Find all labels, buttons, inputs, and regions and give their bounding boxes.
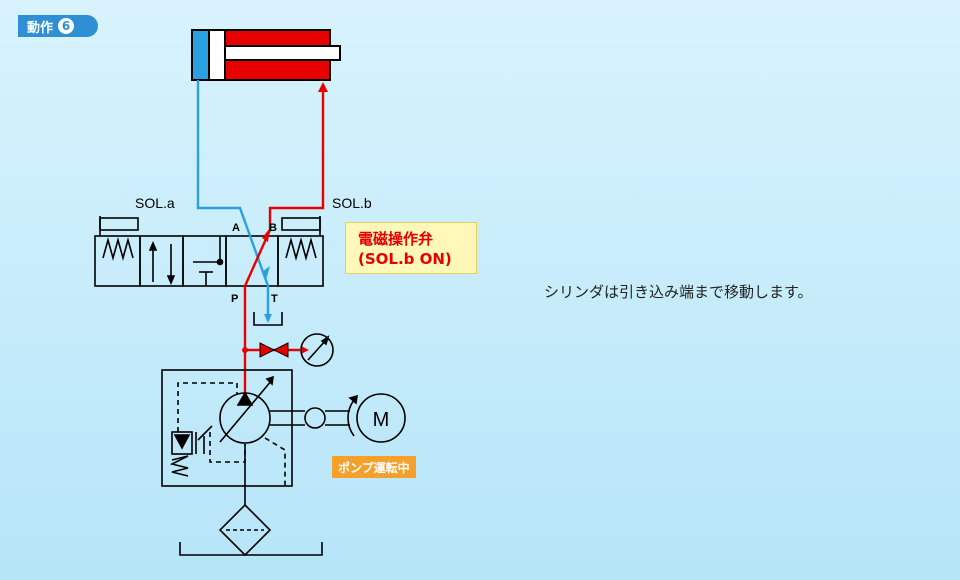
motor-label: M xyxy=(373,409,390,431)
return-line xyxy=(196,80,272,323)
valve-callout: 電磁操作弁 (SOL.b ON) xyxy=(345,222,477,274)
solenoid-a-label: SOL.a xyxy=(135,195,175,211)
step-description: シリンダは引き込み端まで移動します。 xyxy=(544,283,813,301)
step-badge: 動作 6 xyxy=(18,15,98,37)
pump-unit xyxy=(161,369,406,557)
port-a-label: A xyxy=(232,222,240,234)
port-p-label: P xyxy=(231,293,239,305)
step-number: 6 xyxy=(58,18,75,34)
port-t-label: T xyxy=(271,293,278,305)
pump-status-badge: ポンプ運転中 xyxy=(332,456,416,478)
junction-dot xyxy=(242,347,248,353)
step-badge-label: 動作 xyxy=(27,20,54,36)
callout-state: (SOL.b ON) xyxy=(358,250,452,268)
hydraulic-cylinder xyxy=(191,29,341,81)
pressure-line xyxy=(243,82,328,395)
port-b-label: B xyxy=(269,222,277,234)
solenoid-valve xyxy=(94,216,324,287)
solenoid-b-label: SOL.b xyxy=(332,195,372,211)
callout-title: 電磁操作弁 xyxy=(358,230,434,248)
pressure-gauge xyxy=(300,333,334,367)
